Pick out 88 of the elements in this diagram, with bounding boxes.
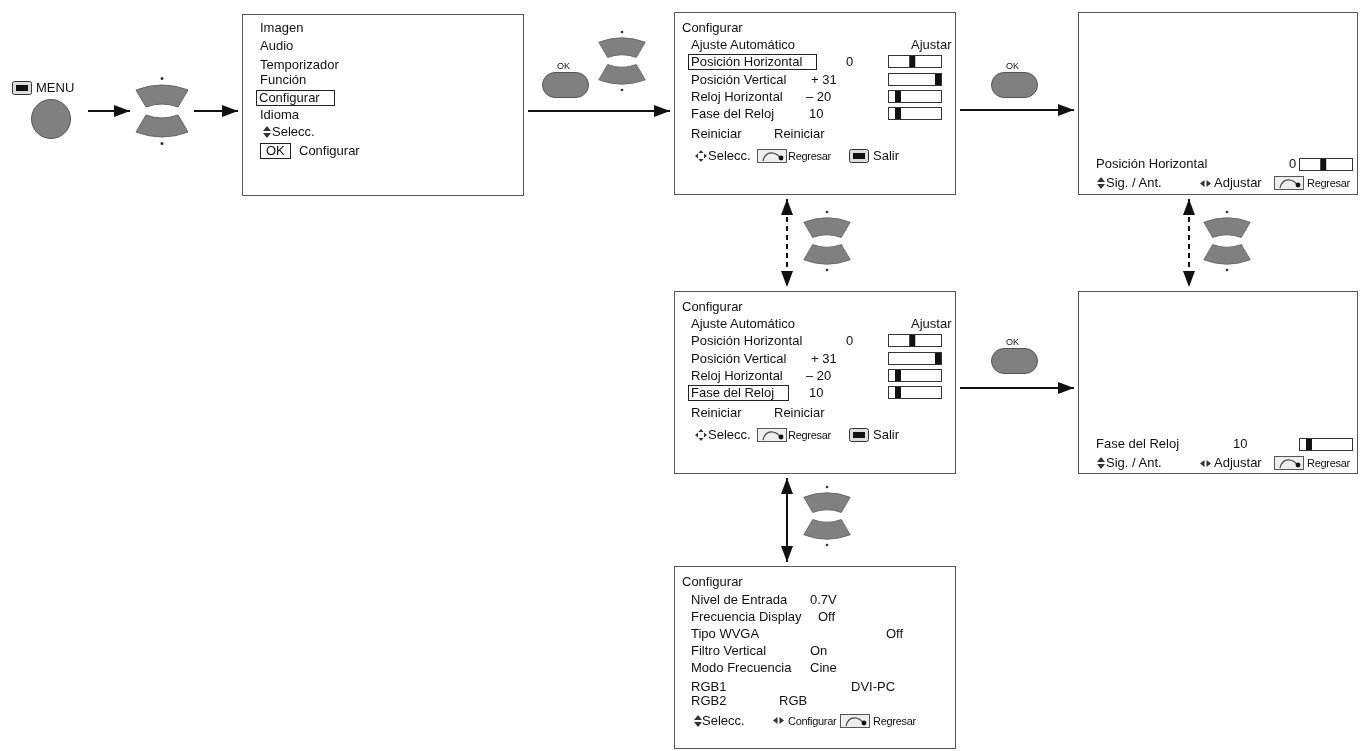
- setting-value: – 20: [806, 369, 832, 383]
- menu-item: Reiniciar: [691, 127, 742, 141]
- hint-text: Regresar: [788, 149, 831, 163]
- setting-value: 0: [1289, 157, 1297, 171]
- button-label: MENU: [36, 81, 75, 95]
- setting-value: 10: [809, 107, 824, 121]
- menu-item: Reiniciar: [691, 406, 742, 420]
- setting-value: Ajustar: [911, 317, 952, 331]
- hint-text: Regresar: [1307, 456, 1350, 470]
- setting-value: Reiniciar: [774, 406, 825, 420]
- menu-item: Idioma: [260, 108, 300, 122]
- hint-text: Configurar: [299, 144, 360, 158]
- setting-value: DVI-PC: [851, 680, 896, 694]
- hint-text: Configurar: [788, 714, 837, 728]
- arrow: [781, 477, 793, 563]
- menu-screen: [242, 14, 524, 196]
- menu-screen: [1078, 291, 1358, 474]
- menu-item: Posición Horizontal: [1096, 157, 1208, 171]
- menu-screen: [674, 12, 956, 195]
- hint-text: Regresar: [1307, 176, 1350, 190]
- menu-item: Frecuencia Display: [691, 610, 802, 624]
- menu-item: Modo Frecuencia: [691, 661, 792, 675]
- menu-item: Imagen: [260, 21, 304, 35]
- hint-text: Adjustar: [1214, 176, 1262, 190]
- hint-text: Sig. / Ant.: [1106, 176, 1162, 190]
- selected-menu-item: Posición Horizontal: [688, 54, 818, 70]
- setting-value: 0.7V: [810, 593, 837, 607]
- selected-menu-item: Configurar: [256, 90, 335, 106]
- selected-menu-item: Fase del Reloj: [688, 385, 790, 401]
- setting-value: – 20: [806, 90, 832, 104]
- setting-value: Reiniciar: [774, 127, 825, 141]
- hint-text: Salir: [873, 428, 899, 442]
- setting-value: + 31: [811, 73, 837, 87]
- menu-item: Reloj Horizontal: [691, 90, 783, 104]
- setting-value: Off: [818, 610, 836, 624]
- menu-item: Fase del Reloj: [1096, 437, 1180, 451]
- setting-value: Ajustar: [911, 38, 952, 52]
- menu-item: Reloj Horizontal: [691, 369, 783, 383]
- arrow: [87, 105, 131, 117]
- setting-value: Cine: [810, 661, 837, 675]
- arrow: [959, 104, 1075, 116]
- menu-item: Posición Vertical: [691, 73, 787, 87]
- menu-item: Posición Horizontal: [691, 334, 803, 348]
- setting-value: 10: [1233, 437, 1248, 451]
- menu-item: RGB2: [691, 694, 727, 708]
- hint-text: Selecc.: [702, 714, 745, 728]
- button-label: OK: [1006, 337, 1019, 347]
- menu-item: Fase del Reloj: [691, 107, 775, 121]
- menu-screen: [1078, 12, 1358, 195]
- button-label: OK: [1006, 61, 1019, 71]
- arrow: [193, 105, 239, 117]
- menu-item: Función: [260, 73, 307, 87]
- arrow-keys-icon: [134, 76, 190, 146]
- setting-value: RGB: [779, 694, 808, 708]
- hint-text: Sig. / Ant.: [1106, 456, 1162, 470]
- menu-title: Configurar: [682, 21, 743, 35]
- menu-item: Ajuste Automático: [691, 317, 796, 331]
- menu-item: Filtro Vertical: [691, 644, 767, 658]
- hint-text: Regresar: [873, 714, 916, 728]
- arrow: [781, 198, 793, 288]
- key-label: OK: [260, 143, 291, 159]
- arrow: [1183, 198, 1195, 288]
- arrow: [959, 382, 1075, 394]
- menu-title: Configurar: [682, 300, 743, 314]
- menu-item: RGB1: [691, 680, 727, 694]
- menu-item: Ajuste Automático: [691, 38, 796, 52]
- menu-item: Posición Vertical: [691, 352, 787, 366]
- menu-item: Audio: [260, 39, 294, 53]
- hint-text: Selecc.: [708, 428, 751, 442]
- menu-title: Configurar: [682, 575, 743, 589]
- menu-item: Nivel de Entrada: [691, 593, 788, 607]
- hint-text: Selecc.: [272, 125, 315, 139]
- button-label: OK: [557, 61, 570, 71]
- hint-text: Adjustar: [1214, 456, 1262, 470]
- hint-text: Salir: [873, 149, 899, 163]
- setting-value: 10: [809, 386, 824, 400]
- setting-value: + 31: [811, 352, 837, 366]
- setting-value: On: [810, 644, 828, 658]
- setting-value: Off: [886, 627, 904, 641]
- menu-item: Tipo WVGA: [691, 627, 760, 641]
- hint-text: Regresar: [788, 428, 831, 442]
- arrow: [527, 105, 671, 117]
- setting-value: 0: [846, 55, 854, 69]
- menu-screen: [674, 566, 956, 749]
- hint-text: Selecc.: [708, 149, 751, 163]
- setting-value: 0: [846, 334, 854, 348]
- menu-item: Temporizador: [260, 58, 339, 72]
- menu-screen: [674, 291, 956, 474]
